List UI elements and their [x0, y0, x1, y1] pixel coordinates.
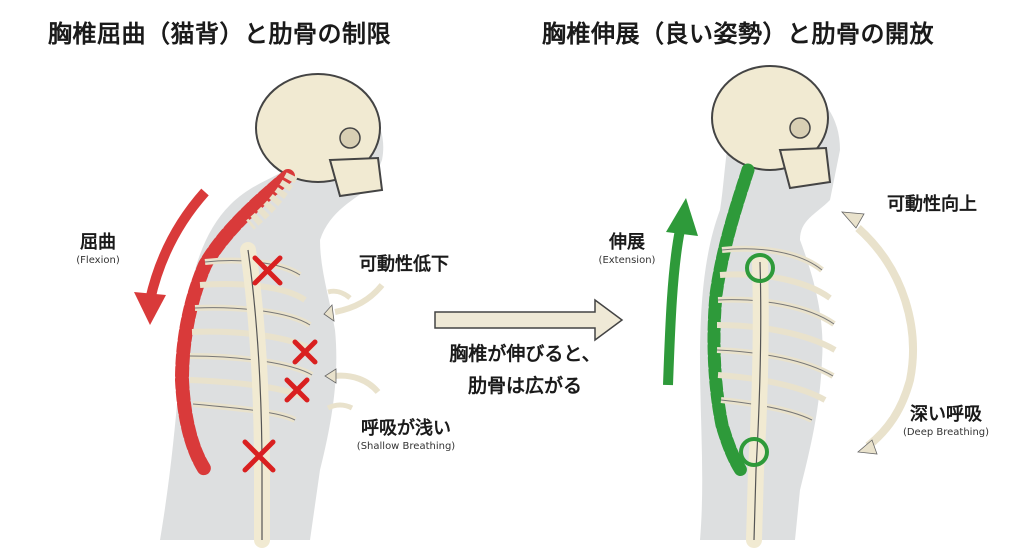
left-skull	[255, 73, 381, 183]
release-circle-markers	[739, 253, 775, 467]
label-flexion-text: 屈曲	[80, 232, 116, 253]
label-shallow-breathing: 呼吸が浅い (Shallow Breathing)	[336, 418, 476, 453]
center-caption: 胸椎が伸びると、 肋骨は広がる	[430, 338, 620, 402]
label-deep-sub: (Deep Breathing)	[902, 427, 990, 438]
label-mobility-down-text: 可動性低下	[359, 254, 449, 275]
center-transition-arrow	[434, 298, 624, 342]
label-mobility-up-text: 可動性向上	[887, 194, 977, 215]
right-skull	[711, 65, 829, 171]
label-mobility-up: 可動性向上	[872, 194, 992, 216]
left-eye-socket	[339, 127, 361, 149]
label-extension-text: 伸展	[609, 232, 645, 253]
left-spine-flexed	[174, 169, 295, 477]
label-extension-sub: (Extension)	[598, 255, 656, 266]
right-figure	[663, 65, 917, 548]
shallow-arrow	[333, 372, 381, 395]
restriction-x-markers	[242, 255, 318, 473]
title-flexion: 胸椎屈曲（猫背）と肋骨の制限	[48, 20, 391, 48]
flexion-arrow	[145, 188, 209, 302]
right-spine-extended	[707, 163, 755, 479]
center-caption-line2: 肋骨は広がる	[467, 375, 582, 397]
left-jaw	[328, 156, 384, 198]
label-deep-breathing: 深い呼吸 (Deep Breathing)	[886, 404, 1006, 439]
mobility-cycle-arrow	[855, 225, 917, 450]
label-flexion: 屈曲 (Flexion)	[60, 232, 136, 267]
left-figure	[134, 73, 385, 548]
right-jaw	[778, 146, 832, 190]
mobility-down-arrow	[334, 283, 385, 315]
center-caption-line1: 胸椎が伸びると、	[449, 343, 601, 365]
right-eye-socket	[789, 117, 811, 139]
label-mobility-down: 可動性低下	[344, 254, 464, 276]
label-extension: 伸展 (Extension)	[586, 232, 668, 267]
label-flexion-sub: (Flexion)	[76, 255, 120, 266]
label-deep-text: 深い呼吸	[910, 404, 982, 425]
label-shallow-sub: (Shallow Breathing)	[356, 441, 456, 452]
left-neck-vertebrae	[246, 172, 298, 230]
extension-arrow	[663, 229, 685, 386]
title-extension: 胸椎伸展（良い姿勢）と肋骨の開放	[542, 20, 934, 48]
label-shallow-text: 呼吸が浅い	[361, 418, 451, 439]
